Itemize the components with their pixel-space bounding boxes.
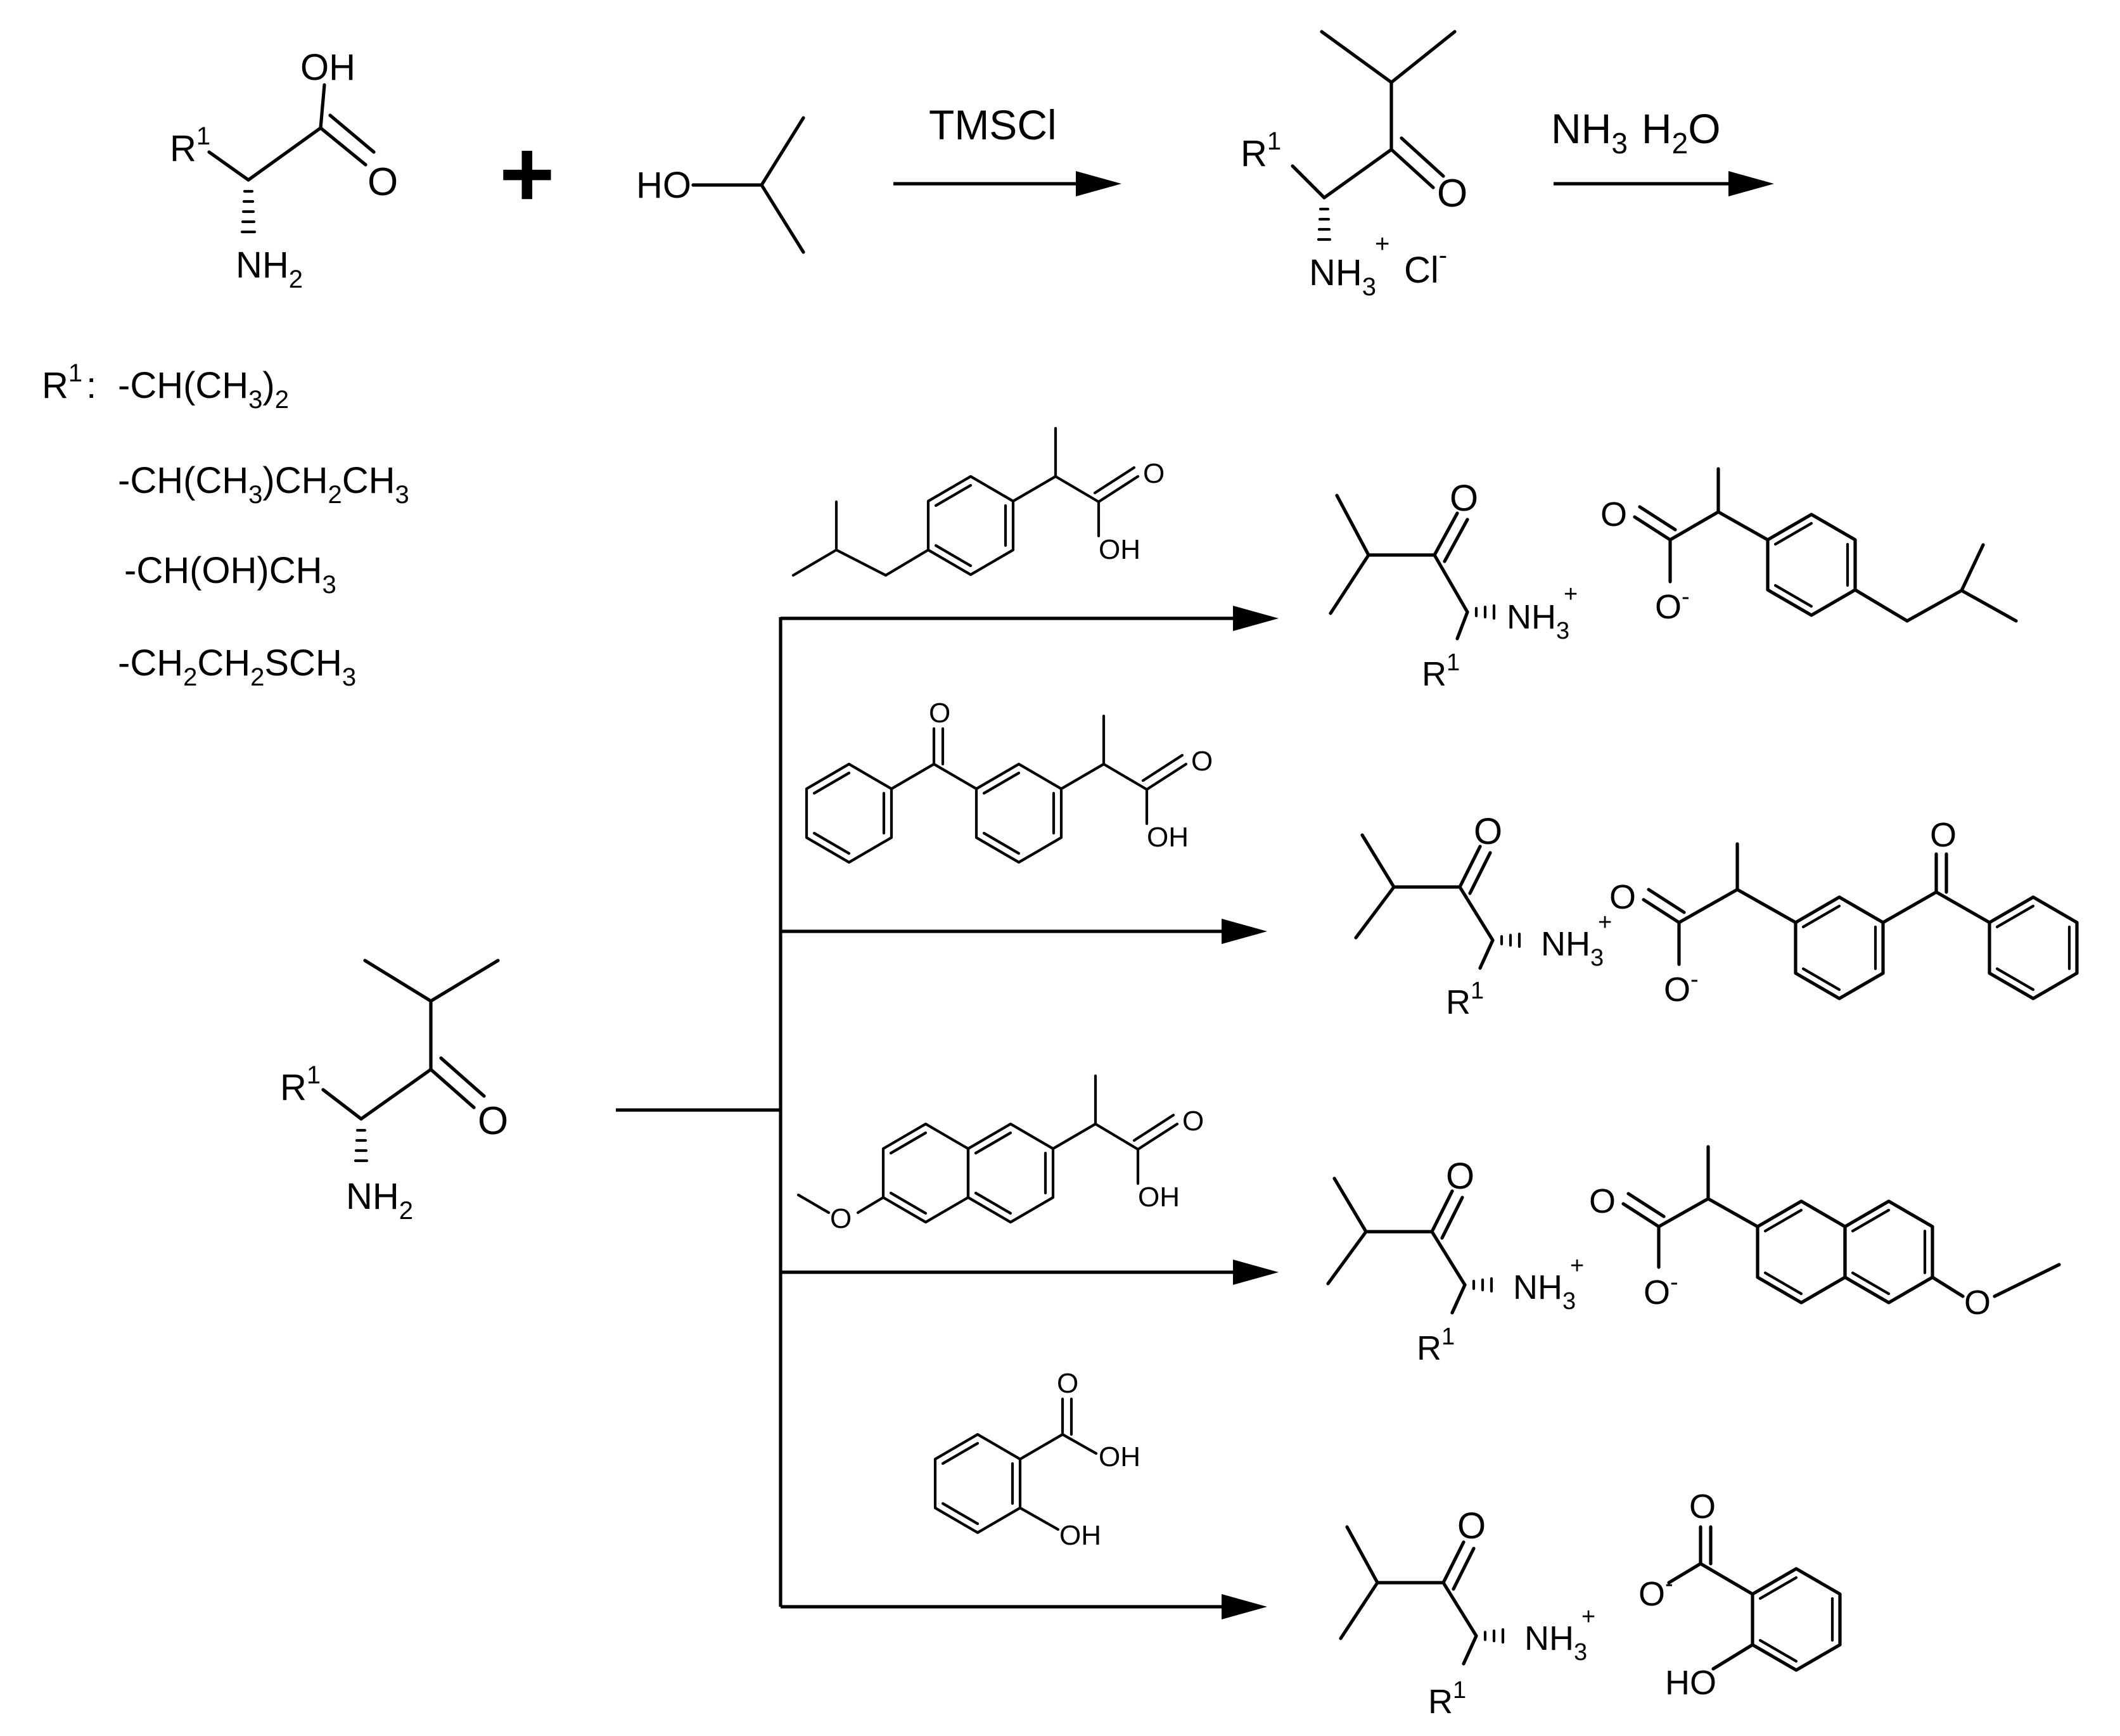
r1-option-hydroxyethyl: -CH(OH)CH3 xyxy=(124,550,336,599)
ketone-o-label: O xyxy=(1930,816,1957,854)
ammonium-cation: O NH3 + R1 xyxy=(1339,1505,1595,1721)
r1-label: R1 xyxy=(280,1061,321,1108)
carbonyl-o-label: O xyxy=(1446,1156,1474,1197)
hashed-wedge-bond xyxy=(1472,1277,1493,1293)
carbonyl-o-label: O xyxy=(1182,1106,1204,1137)
carbonyl-o-label: O xyxy=(1589,1182,1616,1220)
carboxylate-anion: O O- xyxy=(1600,467,2018,626)
hashed-wedge-bond xyxy=(1500,932,1521,948)
branching-arrows xyxy=(616,606,1279,1619)
ammonium-charge: + xyxy=(1570,1253,1584,1279)
r1-label: R1 xyxy=(1241,127,1281,174)
phenol-hydroxyl-label: OH xyxy=(1059,1520,1101,1551)
carboxylate-anion: O O- HO xyxy=(1638,1488,1842,1702)
salicylic-acid-structure: O OH OH xyxy=(933,1368,1140,1551)
naproxen-structure: O O OH xyxy=(796,1074,1204,1234)
methoxy-o-label: O xyxy=(1964,1284,1991,1322)
carbonyl-o-label: O xyxy=(1609,878,1636,916)
hashed-wedge-bond xyxy=(240,189,257,234)
hashed-wedge-bond xyxy=(1317,207,1332,241)
phenol-hydroxyl-label: HO xyxy=(1665,1664,1716,1702)
arrow-ammonia xyxy=(1554,171,1774,196)
r1-label: R1 xyxy=(1417,1324,1455,1367)
product-ibuprofen-salt: O NH3 + R1 O O- xyxy=(1329,467,2018,693)
ammonium-label: NH3 xyxy=(1513,1268,1576,1315)
hydroxyl-label: OH xyxy=(1138,1182,1180,1213)
carboxylate-o-label: O- xyxy=(1638,1571,1673,1613)
ibuprofen-structure: O OH xyxy=(791,426,1165,577)
carbonyl-o-label: O xyxy=(1689,1488,1716,1526)
r1-option-methylthioethyl: -CH2CH2SCH3 xyxy=(118,642,356,691)
ammonium-cation: O NH3 + R1 xyxy=(1326,1156,1584,1367)
amine-label: NH2 xyxy=(236,245,303,293)
carboxylate-anion: O O- O xyxy=(1589,1145,2061,1322)
ammonium-charge: + xyxy=(1598,909,1612,936)
product-naproxen-salt: O NH3 + R1 O O- O xyxy=(1326,1145,2061,1367)
ester-hydrochloride: R1 O NH3 + Cl- xyxy=(1241,30,1467,301)
r1-option-sec-butyl: -CH(CH3)CH2CH3 xyxy=(118,460,409,509)
hashed-wedge-bond xyxy=(1483,1628,1505,1644)
carbonyl-o-label: O xyxy=(1600,495,1627,533)
hydroxyl-label: OH xyxy=(300,47,355,88)
carboxylate-o-label: O- xyxy=(1655,584,1690,626)
ammonium-label: NH3 xyxy=(1507,598,1569,644)
acid-hydroxyl-label: OH xyxy=(1099,1441,1140,1472)
ammonium-charge: + xyxy=(1375,230,1389,258)
ammonium-charge: + xyxy=(1581,1604,1595,1630)
hydroxyl-label: OH xyxy=(1147,822,1189,853)
hashed-wedge-bond xyxy=(354,1128,369,1163)
arrow-tmscl xyxy=(893,171,1121,196)
hydroxyl-label: OH xyxy=(1099,534,1140,565)
r1-label: R1 xyxy=(1446,978,1484,1021)
r1-option-isopropyl: -CH(CH3)2 xyxy=(118,365,289,414)
carboxylate-o-label: O- xyxy=(1664,966,1699,1009)
plus-sign: + xyxy=(499,120,555,227)
carbonyl-o-label: O xyxy=(1457,1505,1486,1547)
carbonyl-o-label: O xyxy=(478,1099,508,1143)
ketoprofen-structure: O O OH xyxy=(805,698,1213,864)
carbonyl-o-label: O xyxy=(1143,458,1165,489)
ammonium-label: NH3 xyxy=(1309,252,1376,301)
r1-label: R1 xyxy=(1422,649,1460,693)
carbonyl-o-label: O xyxy=(1437,172,1467,215)
r1-heading: R1: xyxy=(42,359,96,406)
product-ketoprofen-salt: O NH3 + R1 O O- O xyxy=(1354,811,2079,1021)
r1-label: R1 xyxy=(170,122,210,169)
ammonium-cation: O NH3 + R1 xyxy=(1354,811,1612,1021)
ketone-o-label: O xyxy=(929,698,950,729)
ammonium-charge: + xyxy=(1564,581,1578,608)
carbonyl-o-label: O xyxy=(1474,811,1502,852)
starting-amino-acid: R1 OH O NH2 xyxy=(170,47,398,293)
ammonium-cation: O NH3 + R1 xyxy=(1329,478,1578,693)
carbonyl-o-label: O xyxy=(367,160,398,204)
product-salicylate-salt: O NH3 + R1 O O- HO xyxy=(1339,1488,1842,1721)
r1-definitions: R1: -CH(CH3)2 -CH(CH3)CH2CH3 -CH(OH)CH3 … xyxy=(42,359,409,691)
chloride-label: Cl- xyxy=(1404,241,1447,291)
carbonyl-o-label: O xyxy=(1057,1368,1078,1399)
r1-label: R1 xyxy=(1428,1677,1466,1721)
reagent-tmscl: TMSCl xyxy=(929,101,1057,148)
carboxylate-anion: O O- O xyxy=(1609,816,2079,1009)
amine-label: NH2 xyxy=(346,1176,413,1225)
hashed-wedge-bond xyxy=(1474,604,1496,620)
ammonium-label: NH3 xyxy=(1524,1619,1587,1666)
methoxy-o-label: O xyxy=(830,1203,852,1234)
hydroxyl-label: HO xyxy=(636,165,691,206)
carbonyl-o-label: O xyxy=(1450,478,1478,519)
carboxylate-o-label: O- xyxy=(1644,1269,1678,1312)
isopropanol: HO xyxy=(636,116,805,254)
carbonyl-o-label: O xyxy=(1191,746,1213,777)
free-amino-ester: R1 O NH2 xyxy=(280,959,508,1225)
ammonium-label: NH3 xyxy=(1541,925,1604,971)
